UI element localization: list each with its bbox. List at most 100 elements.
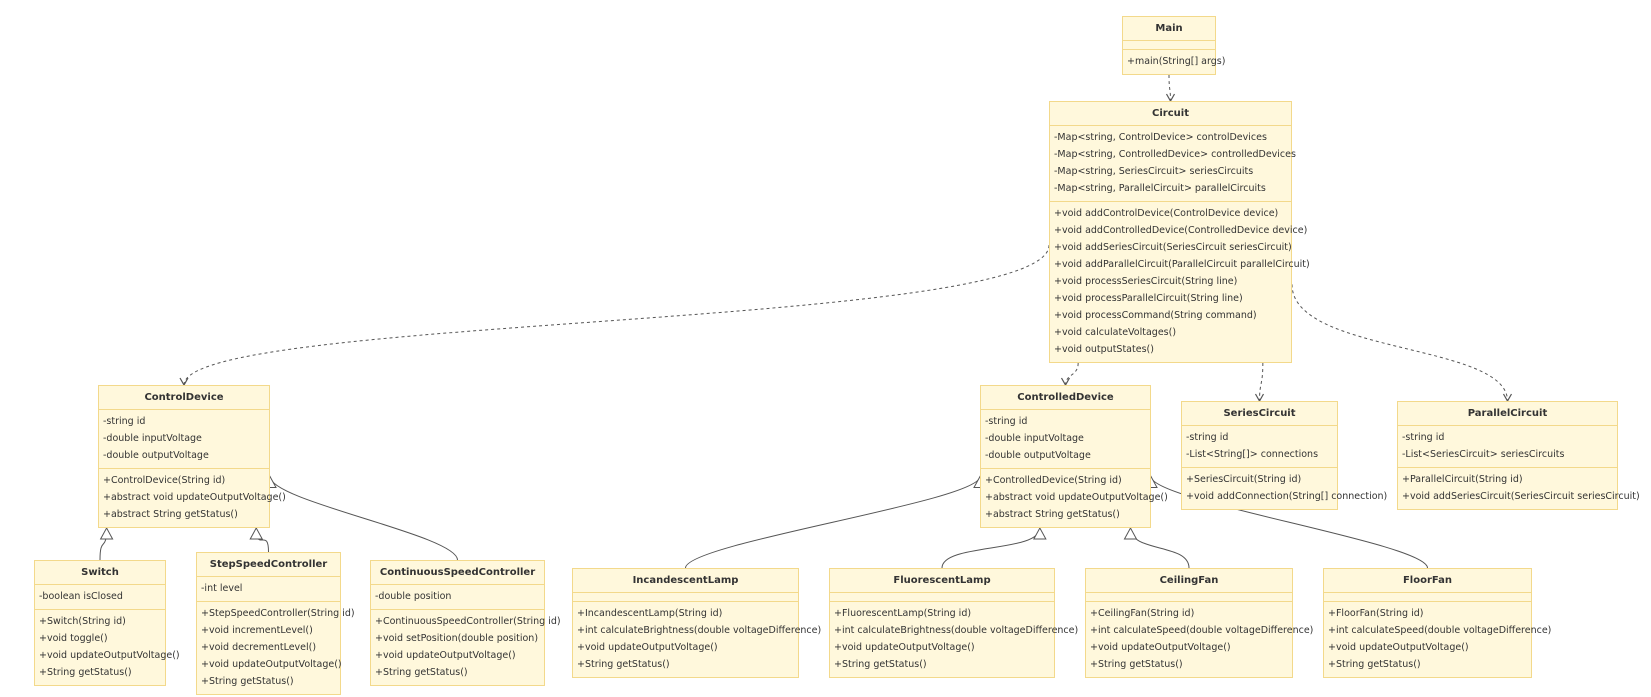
- attribute: -double outputVoltage: [103, 450, 209, 461]
- method: +int calculateSpeed(double voltageDiffer…: [1090, 625, 1314, 636]
- method: +void calculateVoltages(): [1054, 327, 1177, 338]
- method: +void addControlledDevice(ControlledDevi…: [1054, 225, 1308, 236]
- dependency-main-to-circuit: [1165, 74, 1176, 103]
- method: +CeilingFan(String id): [1090, 608, 1195, 619]
- attributes-section: -Map<string, ControlDevice> controlDevic…: [1050, 126, 1296, 202]
- inheritance-incandescent-lamp-to-controlled-device: [685, 475, 987, 569]
- class-step-speed-controller: StepSpeedController -int level +StepSpeedC…: [196, 552, 355, 695]
- attribute: -Map<string, ControlDevice> controlDevic…: [1054, 132, 1267, 143]
- inheritance-switch-to-control-device: [99, 526, 114, 561]
- methods-section: +Switch(String id)+void toggle()+void up…: [35, 610, 180, 685]
- methods-section: +SeriesCircuit(String id)+void addConnec…: [1182, 468, 1387, 509]
- inheritance-ceiling-fan-to-controlled-device: [1123, 526, 1190, 569]
- method: +String getStatus(): [1090, 659, 1183, 670]
- methods-section: +ControlledDevice(String id) +abstract vo…: [981, 469, 1168, 527]
- dependency-circuit-to-parallel-circuit: [1291, 284, 1512, 403]
- attribute: -double inputVoltage: [103, 433, 202, 444]
- class-name: Switch: [35, 561, 165, 585]
- method: +abstract String getStatus(): [103, 509, 238, 520]
- attributes-section: -string id -double inputVoltage -double ou…: [99, 410, 269, 469]
- attribute: -Map<string, ParallelCircuit> parallelCi…: [1054, 183, 1266, 194]
- class-name: CeilingFan: [1086, 569, 1292, 593]
- attribute: -Map<string, ControlledDevice> controlle…: [1054, 149, 1296, 160]
- method: +void updateOutputVoltage(): [1090, 642, 1231, 653]
- class-name: Main: [1123, 17, 1215, 41]
- class-series-circuit: SeriesCircuit-string id-List<String[]> c…: [1181, 401, 1387, 510]
- method: +FloorFan(String id): [1328, 608, 1424, 619]
- class-main: Main +main(String[] args): [1122, 16, 1225, 75]
- class-switch: Switch -boolean isClosed +Switch(String id…: [34, 560, 180, 686]
- method: +void updateOutputVoltage(): [375, 650, 516, 661]
- attribute: -string id: [103, 416, 146, 427]
- method: +void processParallelCircuit(String line…: [1054, 293, 1243, 304]
- method: +void addSeriesCircuit(SeriesCircuit ser…: [1402, 491, 1640, 502]
- attribute: -double outputVoltage: [985, 450, 1091, 461]
- method: +StepSpeedController(String id): [201, 608, 355, 619]
- method: +ControlledDevice(String id): [985, 475, 1122, 486]
- class-continuous-speed-controller: ContinuousSpeedController -double positio…: [370, 560, 561, 686]
- class-name: SeriesCircuit: [1182, 402, 1337, 426]
- dependency-circuit-to-series-circuit: [1254, 362, 1265, 403]
- methods-section: +ParallelCircuit(String id) +void addSeri…: [1398, 468, 1640, 509]
- method: +void outputStates(): [1054, 344, 1154, 355]
- method: +ParallelCircuit(String id): [1402, 474, 1523, 485]
- method: +abstract void updateOutputVoltage(): [103, 492, 286, 503]
- methods-section: +CeilingFan(String id) +int calculateSpee…: [1086, 602, 1314, 677]
- method: +void incrementLevel(): [201, 625, 313, 636]
- attributes-section: -boolean isClosed: [35, 585, 165, 610]
- method: +String getStatus(): [1328, 659, 1421, 670]
- methods-section: +FluorescentLamp(String id)+int calculat…: [830, 602, 1079, 677]
- inheritance-continuous-speed-controller-to-control-device: [263, 475, 458, 561]
- method: +void toggle(): [39, 633, 108, 644]
- method: +String getStatus(): [577, 659, 670, 670]
- method: +void updateOutputVoltage(): [834, 642, 975, 653]
- method: +abstract String getStatus(): [985, 509, 1120, 520]
- attributes-section: -int level: [197, 577, 340, 602]
- method: +SeriesCircuit(String id): [1186, 474, 1302, 485]
- class-name: ControlDevice: [99, 386, 269, 410]
- method: +void decrementLevel(): [201, 642, 317, 653]
- attribute: -List<String[]> connections: [1186, 449, 1319, 460]
- attributes-section: -string id-double inputVoltage-double ou…: [981, 410, 1150, 469]
- class-circuit: Circuit -Map<string, ControlDevice> contr…: [1049, 101, 1310, 363]
- attribute: -int level: [201, 583, 243, 594]
- method: +String getStatus(): [201, 676, 294, 687]
- method: +String getStatus(): [39, 667, 132, 678]
- attributes-section: -double position: [371, 585, 544, 610]
- method: +int calculateBrightness(double voltageD…: [834, 625, 1079, 636]
- class-control-device: ControlDevice -string id -double inputVolt…: [98, 385, 286, 528]
- method: +IncandescentLamp(String id): [577, 608, 723, 619]
- method: +void updateOutputVoltage(): [1328, 642, 1469, 653]
- methods-section: +ControlDevice(String id) +abstract void …: [99, 469, 286, 527]
- attribute: -double position: [375, 591, 452, 602]
- attributes-section: [1123, 41, 1215, 50]
- methods-section: +IncandescentLamp(String id) +int calcula…: [573, 602, 822, 677]
- class-controlled-device: ControlledDevice-string id-double inputV…: [980, 385, 1168, 528]
- class-fluorescent-lamp: FluorescentLamp +FluorescentLamp(String i…: [829, 568, 1079, 678]
- method: +void updateOutputVoltage(): [201, 659, 342, 670]
- class-name: StepSpeedController: [197, 553, 340, 577]
- attribute: -boolean isClosed: [39, 591, 123, 602]
- methods-section: +ContinuousSpeedController(String id) +vo…: [371, 610, 561, 685]
- class-name: Circuit: [1050, 102, 1291, 126]
- class-name: ControlledDevice: [981, 386, 1150, 410]
- method: +int calculateBrightness(double voltageD…: [577, 625, 822, 636]
- inheritance-fluorescent-lamp-to-controlled-device: [941, 526, 1047, 569]
- method: +void updateOutputVoltage(): [39, 650, 180, 661]
- method: +ContinuousSpeedController(String id): [375, 616, 561, 627]
- attributes-section: [1086, 593, 1292, 602]
- methods-section: +main(String[] args): [1123, 50, 1225, 74]
- dependency-circuit-to-control-device: [179, 245, 1050, 387]
- class-name: ContinuousSpeedController: [371, 561, 544, 585]
- class-parallel-circuit: ParallelCircuit-string id-List<SeriesCir…: [1397, 401, 1640, 510]
- method: +ControlDevice(String id): [103, 475, 226, 486]
- method: +int calculateSpeed(double voltageDiffer…: [1328, 625, 1552, 636]
- method: +abstract void updateOutputVoltage(): [985, 492, 1168, 503]
- attributes-section: [573, 593, 798, 602]
- methods-section: +void addControlDevice(ControlDevice dev…: [1050, 202, 1310, 362]
- class-name: FluorescentLamp: [830, 569, 1054, 593]
- method: +void addControlDevice(ControlDevice dev…: [1054, 208, 1279, 219]
- method: +void updateOutputVoltage(): [577, 642, 718, 653]
- attribute: -string id: [985, 416, 1028, 427]
- methods-section: +FloorFan(String id) +int calculateSpeed(…: [1324, 602, 1552, 677]
